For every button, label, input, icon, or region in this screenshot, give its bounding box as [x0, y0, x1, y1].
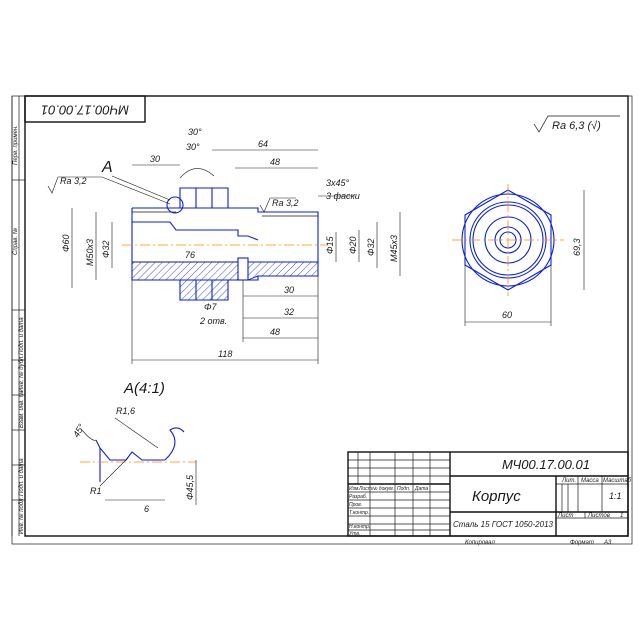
chamfer-note: 3 фаски — [326, 191, 360, 201]
dim-64: 64 — [258, 139, 268, 149]
tb-format-value: A3 — [603, 540, 612, 546]
detail-dim-phi455: Φ45,5 — [185, 474, 195, 500]
tb-role-dev: Разраб. — [349, 494, 367, 500]
tb-role-check: Пров. — [349, 502, 362, 508]
dim-two-holes: 2 отв. — [199, 316, 227, 326]
dim-phi32-left: Φ32 — [101, 240, 111, 258]
angle-30-b: 30° — [186, 142, 200, 152]
section-label-a: A — [101, 159, 113, 176]
dim-30-top: 30 — [150, 154, 160, 164]
tb-mass-header: Масса — [581, 478, 599, 484]
strip-label-4: Инв. № дубл. — [18, 355, 25, 392]
strip-label-2: Справ. № — [12, 227, 19, 255]
dim-48-top: 48 — [270, 157, 280, 167]
detail-dim-6: 6 — [144, 504, 149, 514]
strip-label-5: Взам. инв. № — [18, 390, 25, 428]
roughness-a: Ra 3,2 — [60, 176, 87, 186]
strip-label-3: Подп. и дата — [19, 317, 25, 355]
dim-m50: M50х3 — [85, 239, 95, 266]
tb-header-sheet: Лист — [358, 486, 372, 492]
detail-a-view: A(4:1) 6 Φ45,5 R1,6 45° R1 — [71, 380, 197, 514]
tb-material: Сталь 15 ГОСТ 1050-2013 — [453, 520, 554, 529]
dim-phi60: Φ60 — [61, 234, 71, 252]
detail-dim-r16: R1,6 — [116, 406, 135, 416]
rotated-code-box: МЧ00.17.00.01 — [24, 95, 146, 123]
dim-phi15: Φ15 — [325, 235, 335, 254]
detail-label: A(4:1) — [123, 380, 165, 397]
tb-format: Формат — [570, 540, 594, 546]
tb-lit-header: Лит. — [561, 478, 576, 484]
strip-label-7: Инв. № подл. — [18, 497, 25, 534]
chamfer-size: 3x45° — [326, 178, 350, 188]
dim-hex-693: 69,3 — [572, 238, 582, 256]
dim-118: 118 — [218, 349, 232, 359]
tb-header-date: Дата — [414, 486, 428, 492]
strip-label-6: Подп. и дата — [19, 458, 25, 496]
detail-dim-45: 45° — [71, 422, 87, 439]
strip-label-1: Перв. примен. — [13, 125, 19, 165]
tb-header-change: Изм. — [349, 486, 360, 492]
title-block: Изм. Лист № докум. Подп. Дата Разраб. Пр… — [347, 451, 632, 546]
main-section-view: 30 64 48 30° 30° A Ra 3,2 Ra 3,2 3x45° 3… — [47, 127, 401, 364]
tb-sheet-label: Лист — [557, 513, 573, 519]
roughness-general-text: Ra 6,3 (√) — [552, 120, 601, 132]
general-roughness: Ra 6,3 (√) — [533, 115, 620, 133]
tb-part-name: Корпус — [472, 488, 521, 505]
tb-role-approve: Утв. — [349, 531, 360, 537]
tb-scale-value: 1:1 — [609, 491, 622, 501]
tb-header-sign: Подп. — [397, 486, 410, 492]
detail-dim-r1: R1 — [90, 486, 102, 496]
rotated-doc-code: МЧ00.17.00.01 — [41, 103, 129, 118]
tb-role-tcontrol: Т.контр. — [349, 510, 369, 516]
tb-doc-code: МЧ00.17.00.01 — [502, 457, 590, 472]
tb-role-ncontrol: Н.контр. — [349, 524, 370, 530]
dim-30-bottom: 30 — [284, 285, 294, 295]
inner-frame — [24, 95, 629, 537]
dim-phi7: Φ7 — [204, 302, 218, 312]
dim-hex-60: 60 — [502, 310, 512, 320]
tb-sheets-value: 1 — [620, 513, 623, 519]
dim-48-bottom: 48 — [270, 327, 280, 337]
tb-copied: Копировал — [465, 540, 495, 546]
tb-scale-header: Масштаб — [603, 478, 632, 484]
dim-76: 76 — [185, 250, 195, 260]
dim-phi20: Φ20 — [348, 236, 358, 254]
left-margin-strip: Перв. примен. Справ. № Подп. и дата Инв.… — [11, 96, 25, 536]
dim-32: 32 — [284, 307, 294, 317]
dim-m45: M45х3 — [389, 235, 399, 262]
tb-sheets-label: Листов — [587, 513, 610, 519]
hex-end-view: 60 69,3 — [452, 184, 585, 326]
roughness-b: Ra 3,2 — [272, 198, 299, 208]
dim-phi32-right: Φ32 — [366, 238, 376, 256]
angle-30-a: 30° — [188, 127, 202, 137]
tb-header-docnum: № докум. — [372, 486, 394, 492]
